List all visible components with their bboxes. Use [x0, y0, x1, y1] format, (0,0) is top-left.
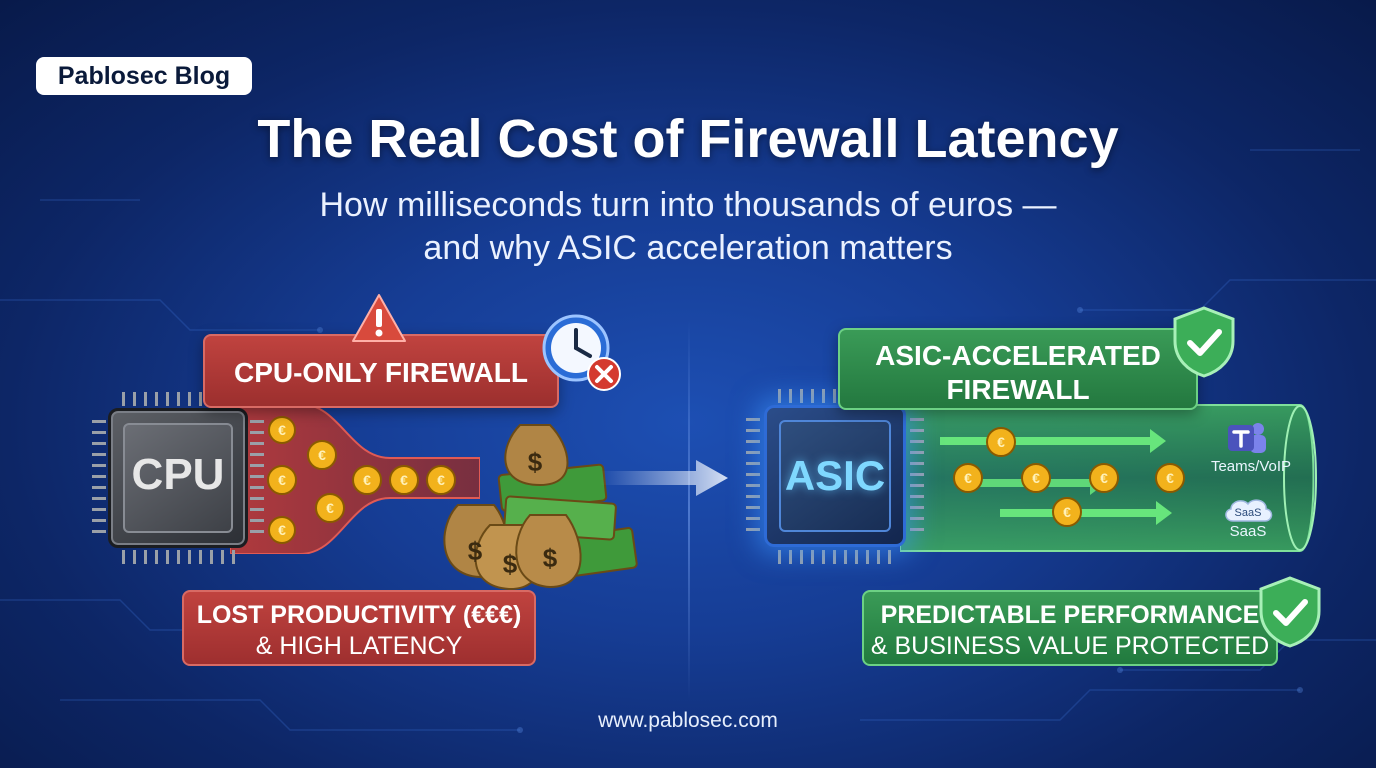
svg-text:€: €	[318, 447, 326, 463]
lost-productivity-line-1: LOST PRODUCTIVITY (€€€)	[196, 601, 522, 629]
svg-text:€: €	[326, 500, 334, 516]
asic-die	[779, 420, 891, 532]
cpu-pins-right	[250, 420, 264, 538]
cpu-pins-bottom	[122, 550, 240, 564]
cpu-chip	[108, 408, 248, 548]
performance-line-2: & BUSINESS VALUE PROTECTED	[870, 632, 1270, 660]
svg-text:$: $	[543, 543, 558, 573]
asic-accelerated-banner: ASIC-ACCELERATED FIREWALL	[838, 328, 1198, 410]
shield-check-icon	[1173, 306, 1235, 378]
svg-text:€: €	[437, 472, 445, 488]
cpu-die	[123, 423, 233, 533]
asic-banner-line-2: FIREWALL	[946, 374, 1090, 405]
svg-text:€: €	[1166, 470, 1174, 486]
svg-text:SaaS: SaaS	[1235, 507, 1262, 519]
footer-url[interactable]: www.pablosec.com	[598, 709, 778, 732]
svg-text:$: $	[528, 447, 543, 477]
shield-check-icon	[1259, 576, 1321, 648]
svg-text:$: $	[468, 536, 483, 566]
center-divider	[688, 320, 690, 700]
asic-banner-line-1: ASIC-ACCELERATED	[875, 340, 1161, 371]
svg-text:€: €	[278, 522, 286, 538]
asic-pins-left	[746, 418, 760, 536]
svg-text:€: €	[964, 470, 972, 486]
page-subtitle: How milliseconds turn into thousands of …	[188, 184, 1188, 270]
svg-text:€: €	[278, 422, 286, 438]
lost-productivity-line-2: & HIGH LATENCY	[255, 632, 463, 660]
asic-chip-label: ASIC	[784, 452, 886, 499]
svg-text:€: €	[400, 472, 408, 488]
subtitle-line-2: and why ASIC acceleration matters	[423, 229, 953, 267]
lost-productivity-box: LOST PRODUCTIVITY (€€€) & HIGH LATENCY	[182, 590, 536, 666]
svg-text:€: €	[1032, 470, 1040, 486]
teams-icon	[1228, 423, 1266, 453]
svg-text:€: €	[997, 434, 1005, 450]
asic-pins-right	[910, 418, 924, 536]
asic-chip	[764, 405, 906, 547]
svg-text:€: €	[1063, 504, 1071, 520]
warning-icon	[352, 294, 406, 342]
saas-cloud-icon: SaaS	[1225, 499, 1273, 522]
cpu-pins-left	[92, 420, 106, 538]
predictable-performance-box: PREDICTABLE PERFORMANCE & BUSINESS VALUE…	[862, 590, 1278, 666]
cpu-only-banner: CPU-ONLY FIREWALL	[203, 334, 559, 408]
transition-arrow-icon	[600, 460, 728, 496]
performance-line-1: PREDICTABLE PERFORMANCE	[880, 601, 1260, 629]
svg-text:€: €	[1100, 470, 1108, 486]
svg-text:€: €	[363, 472, 371, 488]
subtitle-line-1: How milliseconds turn into thousands of …	[319, 186, 1057, 224]
page-title: The Real Cost of Firewall Latency	[257, 109, 1119, 169]
svg-text:€: €	[278, 472, 286, 488]
svg-text:$: $	[503, 549, 518, 579]
cpu-chip-label: CPU	[131, 450, 225, 499]
cpu-coins: € € € € € € € €	[267, 416, 456, 544]
asic-pins-bottom	[778, 550, 896, 564]
money-bag-icon: $ $ $ $	[443, 424, 638, 591]
asic-coins: € € € € € €	[953, 427, 1185, 527]
saas-label: SaaS	[1229, 523, 1267, 540]
blog-badge: Pablosec Blog	[36, 57, 252, 95]
clock-icon	[542, 314, 621, 391]
teams-voip-label: Teams/VoIP	[1210, 458, 1292, 475]
